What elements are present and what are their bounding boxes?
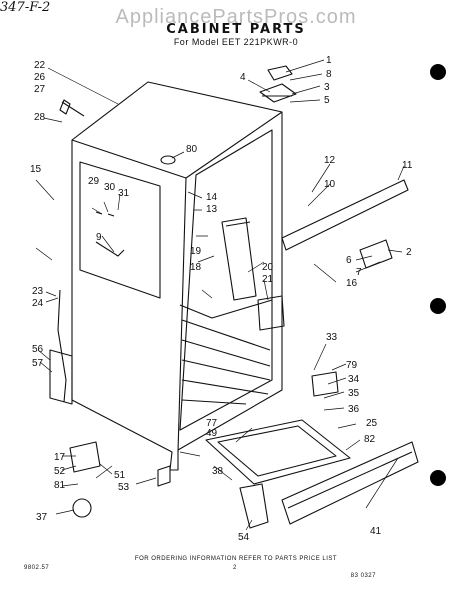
toe-grille — [281, 441, 419, 525]
callout-8: 8 — [326, 69, 332, 80]
callout-52: 52 — [54, 466, 66, 477]
wall-mount-hardware — [95, 211, 125, 257]
diagram-title: CABINET PARTS — [166, 22, 306, 37]
callout-1: 1 — [326, 55, 332, 66]
drawing-code-left: 9802.57 — [24, 565, 50, 571]
leveling-bracket — [239, 483, 269, 529]
callout-79: 79 — [346, 360, 358, 371]
cabinet-liner — [179, 129, 273, 431]
binder-hole-top — [430, 64, 446, 80]
callout-35: 35 — [348, 388, 360, 399]
control-housing — [49, 349, 73, 405]
callout-80: 80 — [186, 144, 198, 155]
callout-30: 30 — [104, 182, 116, 193]
callout-51: 51 — [114, 470, 126, 481]
callout-53: 53 — [118, 482, 130, 493]
callout-19: 19 — [190, 246, 202, 257]
callout-13: 13 — [206, 204, 218, 215]
hinge-bolt — [59, 99, 85, 117]
vent-plate — [257, 295, 285, 331]
callout-9: 9 — [96, 232, 102, 243]
clip-bracket — [311, 371, 339, 397]
callout-labels: 1234567891011121314151617181920212223242… — [30, 55, 413, 543]
callout-18: 18 — [190, 262, 202, 273]
leveling-leg — [157, 465, 171, 487]
drain-pan — [205, 419, 351, 485]
callout-23: 23 — [32, 286, 44, 297]
callout-54: 54 — [238, 532, 250, 543]
callout-37: 37 — [36, 512, 48, 523]
callout-28: 28 — [34, 112, 46, 123]
callout-14: 14 — [206, 192, 218, 203]
callout-3: 3 — [324, 82, 330, 93]
callout-21: 21 — [262, 274, 274, 285]
model-subtitle: For Model EET 221PKWR-0 — [173, 37, 299, 47]
callout-12: 12 — [324, 155, 336, 166]
callout-77: 77 — [206, 418, 218, 429]
page-number: 2 — [233, 565, 237, 571]
callout-17: 17 — [54, 452, 66, 463]
callout-6: 6 — [346, 255, 352, 266]
handwritten-annotation: 347-F-2 — [0, 0, 51, 15]
power-cord — [57, 289, 67, 403]
binder-hole-middle — [430, 298, 446, 314]
bottom-hinge — [359, 239, 393, 269]
callout-26: 26 — [34, 72, 46, 83]
caster-wheel — [72, 498, 92, 518]
callout-34: 34 — [348, 374, 360, 385]
door-stop-rail — [281, 179, 409, 251]
callout-57: 57 — [32, 358, 44, 369]
callout-56: 56 — [32, 344, 44, 355]
drawing-code-right: 83 0327 — [350, 573, 376, 579]
callout-31: 31 — [118, 188, 130, 199]
top-hinge — [259, 83, 297, 103]
callout-2: 2 — [406, 247, 412, 258]
callout-16: 16 — [346, 278, 358, 289]
callout-7: 7 — [356, 267, 362, 278]
hinge-cover — [267, 65, 293, 81]
callout-81: 81 — [54, 480, 66, 491]
cabinet-outline — [71, 81, 283, 471]
callout-36: 36 — [348, 404, 360, 415]
floor-ribs — [181, 319, 271, 405]
callout-4: 4 — [240, 72, 246, 83]
callout-29: 29 — [88, 176, 100, 187]
ordering-note: FOR ORDERING INFORMATION REFER TO PARTS … — [134, 556, 338, 562]
leader-lines — [35, 59, 405, 531]
callout-24: 24 — [32, 298, 44, 309]
callout-25: 25 — [366, 418, 378, 429]
callout-10: 10 — [324, 179, 336, 190]
callout-5: 5 — [324, 95, 330, 106]
callout-22: 22 — [34, 60, 46, 71]
binder-hole-bottom — [430, 470, 446, 486]
top-cap — [160, 155, 176, 165]
callout-20: 20 — [262, 262, 274, 273]
air-duct — [221, 217, 257, 301]
cabinet-floor — [179, 299, 273, 319]
callout-11: 11 — [402, 160, 413, 171]
callout-49: 49 — [206, 428, 218, 439]
cabinet-top-edge — [71, 111, 283, 179]
site-watermark: AppliancePartsPros.com — [115, 6, 357, 28]
side-panel-inset — [79, 161, 161, 299]
callout-82: 82 — [364, 434, 376, 445]
callout-33: 33 — [326, 332, 338, 343]
callout-15: 15 — [30, 164, 42, 175]
callout-41: 41 — [370, 526, 382, 537]
callout-27: 27 — [34, 84, 46, 95]
callout-38: 38 — [212, 466, 224, 477]
cabinet-front-edge — [177, 177, 187, 453]
junction-box — [69, 441, 101, 473]
